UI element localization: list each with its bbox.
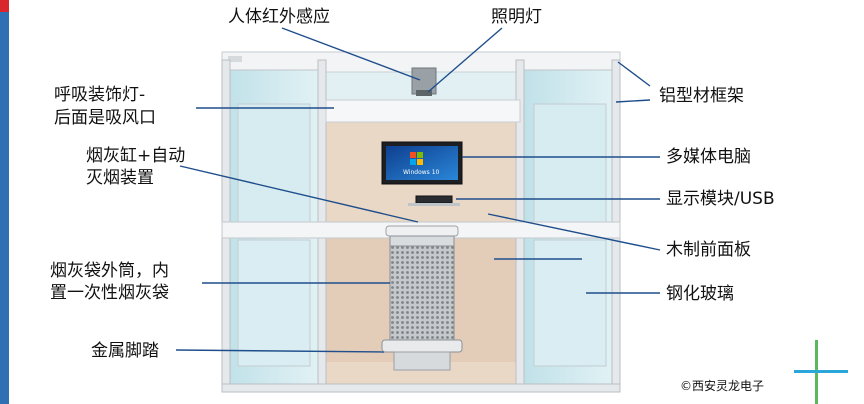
label-breathing-light-line1: 呼吸装饰灯- <box>54 85 146 105</box>
callout-line-infrared-sensor <box>281 27 421 81</box>
label-ashtray-line2: 灭烟装置 <box>86 168 154 188</box>
decorative-cross-horizontal <box>794 370 848 373</box>
display-usb-module <box>415 195 453 204</box>
windows-logo-red <box>410 152 416 158</box>
slide-corner-mark <box>0 0 9 12</box>
label-multimedia: 多媒体电脑 <box>666 147 751 167</box>
breathing-light-bar <box>325 99 521 123</box>
callout-line-frame-top <box>617 61 651 87</box>
label-lighting: 照明灯 <box>491 7 542 27</box>
sensor-lamp-housing <box>411 67 437 95</box>
right-lower-glass <box>533 239 607 367</box>
label-footrest: 金属脚踏 <box>91 341 159 361</box>
ashtray-top <box>385 225 459 237</box>
frame-logo-mark <box>228 56 242 62</box>
windows-logo-blue <box>410 159 416 165</box>
right-upper-glass <box>533 103 607 223</box>
callout-line-ashtray <box>179 165 419 223</box>
metal-footrest <box>381 339 463 353</box>
left-upper-glass <box>237 103 311 223</box>
label-ash-bag-line2: 置一次性烟灰袋 <box>50 283 169 303</box>
ash-bag-drum-collar <box>389 235 455 247</box>
callout-line-frame-side <box>615 99 651 103</box>
label-ashtray-line1: 烟灰缸+自动 <box>86 146 186 166</box>
label-glass: 钢化玻璃 <box>666 284 734 304</box>
left-lower-glass <box>237 239 311 367</box>
windows-logo-green <box>417 152 423 158</box>
callout-line-lighting <box>427 27 503 93</box>
footrest-base <box>393 351 451 371</box>
slide-edge-bar <box>0 0 9 404</box>
label-aluminum-frame: 铝型材框架 <box>659 86 744 106</box>
display-usb-shelf <box>408 203 460 206</box>
label-display-usb: 显示模块/USB <box>666 189 775 209</box>
label-infrared-sensor: 人体红外感应 <box>228 7 330 27</box>
callout-line-wooden-panel <box>487 213 661 251</box>
ash-bag-drum <box>389 235 455 341</box>
copyright-text: ©西安灵龙电子 <box>680 379 765 393</box>
label-wooden-panel: 木制前面板 <box>666 240 751 260</box>
infrared-sensor-unit <box>416 90 432 96</box>
label-breathing-light-line2: 后面是吸风口 <box>54 108 156 128</box>
callout-line-footrest <box>175 349 385 353</box>
label-ash-bag-line1: 烟灰袋外筒，内 <box>50 261 169 281</box>
monitor-screen-text: Windows 10 <box>403 169 440 176</box>
base-rail <box>221 383 621 393</box>
windows-logo-yellow <box>417 159 423 165</box>
